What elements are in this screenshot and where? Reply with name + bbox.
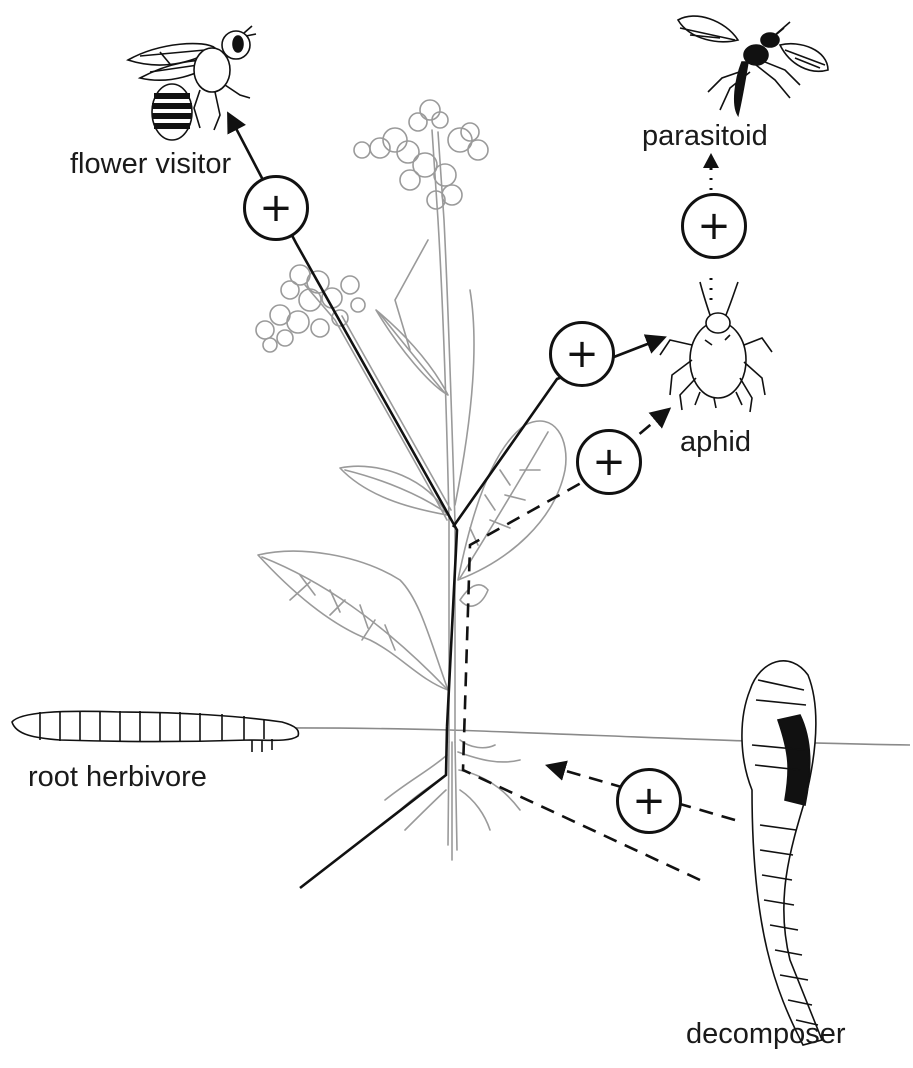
wasp-icon xyxy=(678,16,828,115)
aphid-plus: + xyxy=(549,321,615,387)
larva-icon xyxy=(12,711,298,752)
decomposer-label: decomposer xyxy=(686,1020,846,1049)
root-herbivore-label: root herbivore xyxy=(28,763,207,792)
root-herbivore-link xyxy=(300,727,447,888)
decomposer-aphid-plus: + xyxy=(576,429,642,495)
flower-visitor-label: flower visitor xyxy=(70,150,231,179)
parasitoid-plus: + xyxy=(681,193,747,259)
aphid-icon xyxy=(660,282,772,412)
aphid-label: aphid xyxy=(680,428,751,457)
parasitoid-arrowhead xyxy=(703,153,719,168)
decomposer-root-plus: + xyxy=(616,768,682,834)
flower-visitor-plus: + xyxy=(243,175,309,241)
earthworm-icon xyxy=(742,661,822,1045)
parasitoid-label: parasitoid xyxy=(642,122,768,151)
bee-icon xyxy=(128,26,256,140)
